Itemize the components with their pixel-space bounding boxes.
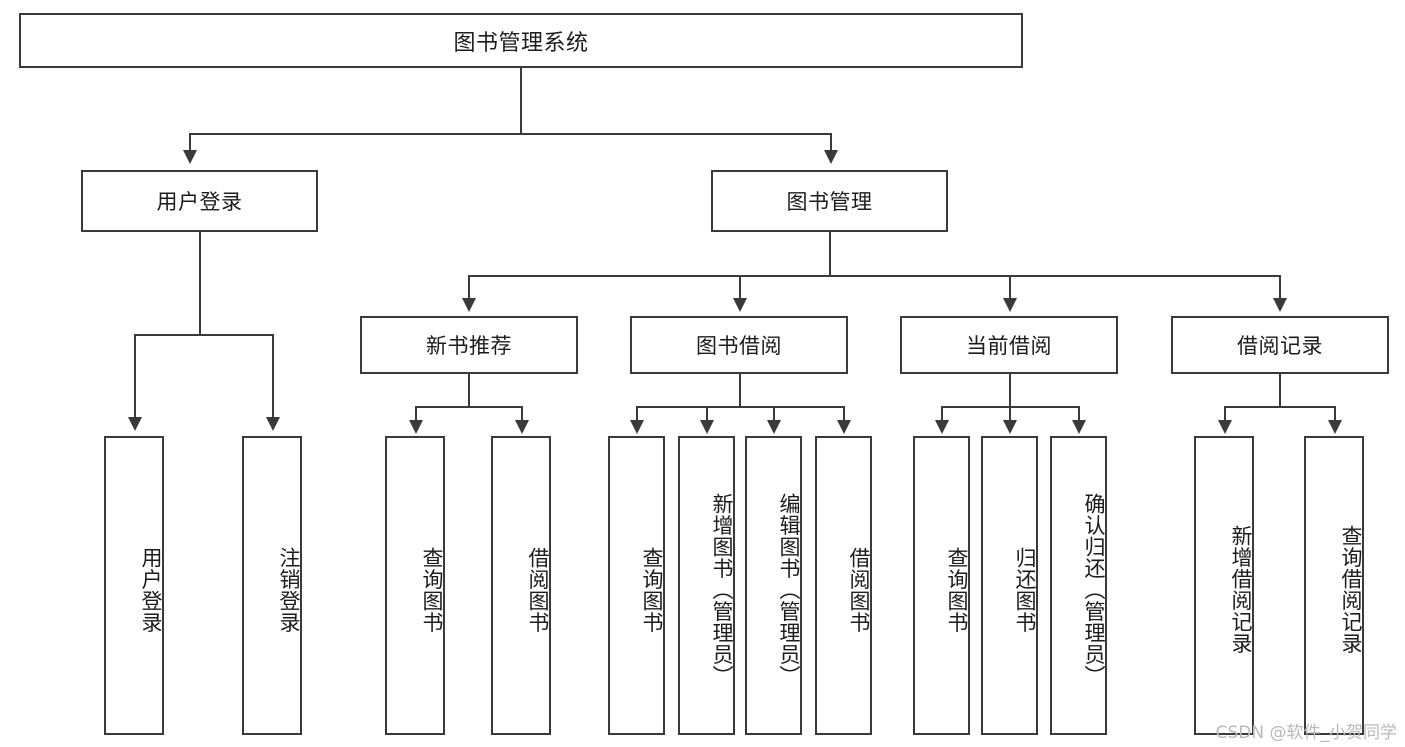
node-label: 注销登录 bbox=[277, 546, 300, 633]
connector-borrow-record-drop-2 bbox=[1334, 406, 1336, 422]
connector-root-bus bbox=[189, 133, 832, 135]
node-label: 当前借阅 bbox=[966, 335, 1052, 358]
connector-current-borrow-drop-2 bbox=[1009, 406, 1011, 422]
connector-book-borrow-drop-2 bbox=[706, 406, 708, 422]
connector-root-drop-2 bbox=[830, 133, 832, 153]
leaf-borrow-record-add[interactable]: 新增借阅记录 bbox=[1194, 436, 1254, 735]
connector-new-book-bus bbox=[415, 406, 523, 408]
connector-user-login-drop-2 bbox=[272, 334, 274, 419]
node-label: 借阅图书 bbox=[526, 546, 549, 633]
arrowhead-book-borrow-1 bbox=[630, 420, 644, 434]
watermark: CSDN @软件_小贺同学 bbox=[1215, 723, 1397, 743]
node-label: 新增借阅记录 bbox=[1229, 525, 1252, 654]
node-label: 新增图书（管理员） bbox=[710, 492, 733, 687]
node-label: 查询借阅记录 bbox=[1339, 525, 1362, 654]
arrowhead-book-mgmt-3 bbox=[1003, 298, 1017, 312]
connector-user-login-drop-1 bbox=[134, 334, 136, 419]
node-label: 图书管理系统 bbox=[453, 29, 589, 55]
arrowhead-book-mgmt-4 bbox=[1273, 298, 1287, 312]
leaf-current-borrow-return[interactable]: 归还图书 bbox=[981, 436, 1038, 735]
arrowhead-new-book-2 bbox=[515, 420, 529, 434]
arrowhead-new-book-1 bbox=[409, 420, 423, 434]
arrowhead-book-mgmt-1 bbox=[462, 298, 476, 312]
connector-user-login-stem bbox=[199, 232, 201, 335]
connector-current-borrow-drop-1 bbox=[941, 406, 943, 422]
connector-root-drop-1 bbox=[189, 133, 191, 153]
connector-new-book-stem bbox=[468, 374, 470, 407]
node-new-book-recommend[interactable]: 新书推荐 bbox=[360, 316, 578, 374]
arrowhead-current-borrow-3 bbox=[1072, 420, 1086, 434]
connector-borrow-record-stem bbox=[1279, 374, 1281, 407]
connector-book-mgmt-drop-1 bbox=[468, 275, 470, 300]
connector-book-borrow-drop-4 bbox=[843, 406, 845, 422]
connector-new-book-drop-1 bbox=[415, 406, 417, 422]
leaf-user-login-login[interactable]: 用户登录 bbox=[104, 436, 164, 735]
arrowhead-root-2 bbox=[824, 150, 838, 164]
node-label: 查询图书 bbox=[640, 546, 663, 633]
leaf-borrow-record-query[interactable]: 查询借阅记录 bbox=[1304, 436, 1364, 735]
connector-book-borrow-drop-3 bbox=[773, 406, 775, 422]
connector-book-borrow-stem bbox=[739, 374, 741, 407]
node-label: 归还图书 bbox=[1013, 546, 1036, 633]
connector-root-stem bbox=[520, 68, 522, 134]
connector-new-book-drop-2 bbox=[521, 406, 523, 422]
connector-borrow-record-bus bbox=[1224, 406, 1336, 408]
connector-book-borrow-bus bbox=[636, 406, 844, 408]
node-label: 编辑图书（管理员） bbox=[777, 492, 800, 687]
leaf-book-borrow-edit[interactable]: 编辑图书（管理员） bbox=[745, 436, 802, 735]
leaf-book-borrow-query[interactable]: 查询图书 bbox=[608, 436, 665, 735]
connector-book-mgmt-drop-3 bbox=[1009, 275, 1011, 300]
node-label: 用户登录 bbox=[139, 546, 162, 633]
arrowhead-borrow-record-1 bbox=[1218, 420, 1232, 434]
node-label: 用户登录 bbox=[156, 191, 243, 214]
node-user-login[interactable]: 用户登录 bbox=[81, 170, 318, 232]
node-book-management[interactable]: 图书管理 bbox=[711, 170, 948, 232]
node-label: 图书借阅 bbox=[696, 335, 782, 358]
node-label: 借阅记录 bbox=[1237, 335, 1323, 358]
node-root-library-management-system[interactable]: 图书管理系统 bbox=[19, 13, 1023, 68]
node-label: 查询图书 bbox=[945, 546, 968, 633]
leaf-book-borrow-borrow[interactable]: 借阅图书 bbox=[815, 436, 872, 735]
arrowhead-root-1 bbox=[183, 150, 197, 164]
arrowhead-book-borrow-2 bbox=[700, 420, 714, 434]
arrowhead-book-borrow-4 bbox=[837, 420, 851, 434]
leaf-book-borrow-add[interactable]: 新增图书（管理员） bbox=[678, 436, 735, 735]
arrowhead-current-borrow-2 bbox=[1003, 420, 1017, 434]
leaf-current-borrow-query[interactable]: 查询图书 bbox=[913, 436, 970, 735]
connector-book-borrow-drop-1 bbox=[636, 406, 638, 422]
arrowhead-current-borrow-1 bbox=[935, 420, 949, 434]
node-label: 新书推荐 bbox=[426, 335, 512, 358]
node-borrow-record[interactable]: 借阅记录 bbox=[1171, 316, 1389, 374]
connector-current-borrow-drop-3 bbox=[1078, 406, 1080, 422]
connector-book-mgmt-bus bbox=[468, 275, 1281, 277]
connector-borrow-record-drop-1 bbox=[1224, 406, 1226, 422]
leaf-user-login-logout[interactable]: 注销登录 bbox=[242, 436, 302, 735]
arrowhead-user-login-1 bbox=[128, 417, 142, 431]
leaf-new-book-borrow[interactable]: 借阅图书 bbox=[491, 436, 551, 735]
node-label: 确认归还（管理员） bbox=[1082, 492, 1105, 687]
node-current-borrow[interactable]: 当前借阅 bbox=[900, 316, 1118, 374]
arrowhead-user-login-2 bbox=[266, 417, 280, 431]
node-book-borrow[interactable]: 图书借阅 bbox=[630, 316, 848, 374]
connector-user-login-bus bbox=[134, 334, 272, 336]
arrowhead-book-borrow-3 bbox=[767, 420, 781, 434]
connector-book-mgmt-stem bbox=[829, 232, 831, 276]
connector-current-borrow-stem bbox=[1009, 374, 1011, 407]
node-label: 查询图书 bbox=[420, 546, 443, 633]
leaf-new-book-query[interactable]: 查询图书 bbox=[385, 436, 445, 735]
node-label: 借阅图书 bbox=[847, 546, 870, 633]
arrowhead-borrow-record-2 bbox=[1328, 420, 1342, 434]
node-label: 图书管理 bbox=[786, 191, 873, 214]
leaf-current-borrow-confirm-return[interactable]: 确认归还（管理员） bbox=[1050, 436, 1107, 735]
arrowhead-book-mgmt-2 bbox=[733, 298, 747, 312]
connector-book-mgmt-drop-2 bbox=[739, 275, 741, 300]
connector-book-mgmt-drop-4 bbox=[1279, 275, 1281, 300]
